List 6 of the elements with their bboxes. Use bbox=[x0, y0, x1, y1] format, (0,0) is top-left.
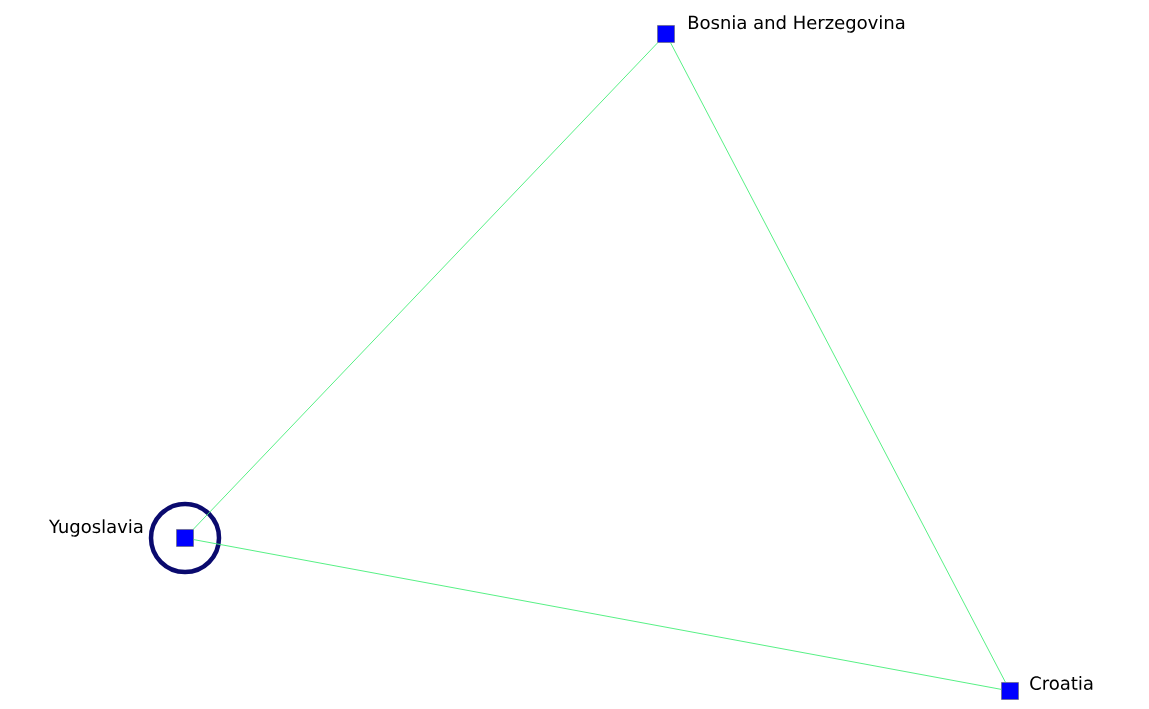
node-label: Yugoslavia bbox=[48, 519, 143, 537]
connector-line bbox=[670, 42, 1006, 683]
connector-line bbox=[192, 42, 659, 530]
node-label: Croatia bbox=[1030, 676, 1093, 690]
connector-line bbox=[193, 539, 1002, 690]
node-label: Bosnia and Herzegovina bbox=[689, 15, 905, 33]
